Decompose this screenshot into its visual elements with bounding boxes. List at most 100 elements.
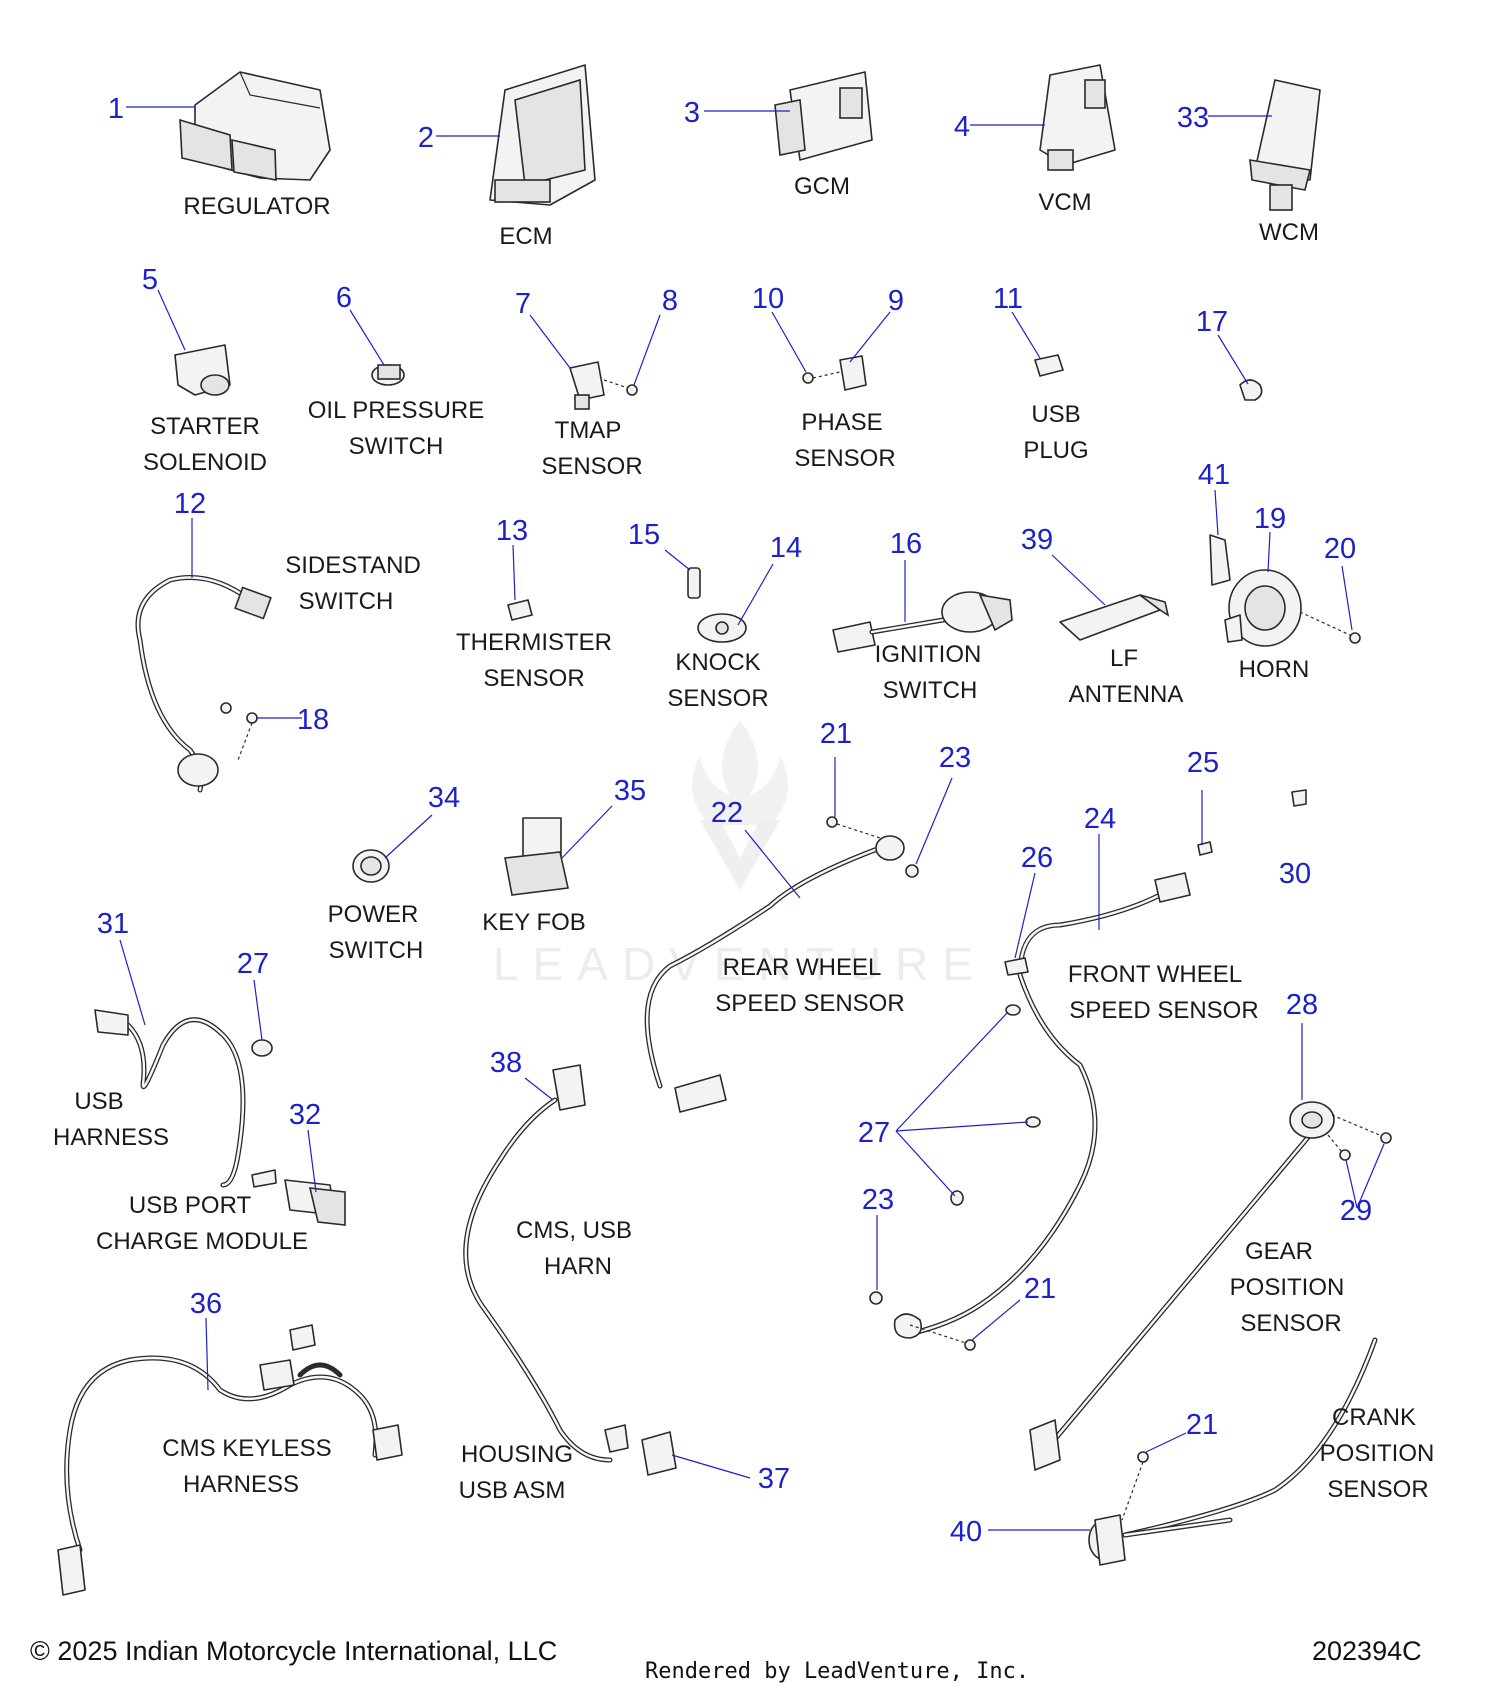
callout-32: 32	[289, 1099, 321, 1131]
label-harn: HARN	[544, 1253, 612, 1280]
label-cms-usb: CMS, USB	[516, 1217, 632, 1244]
front-wheel-speed-sensor-part	[869, 789, 1307, 1351]
key-fob-part	[504, 817, 569, 896]
label-rear-wheel: REAR WHEEL	[723, 954, 882, 981]
callout-6: 6	[336, 282, 352, 314]
label-gcm: GCM	[794, 173, 850, 200]
label-usb-asm: USB ASM	[459, 1477, 566, 1504]
label-sensor-14: SENSOR	[667, 685, 768, 712]
wcm-part	[1249, 79, 1321, 211]
label-charge-module: CHARGE MODULE	[96, 1228, 308, 1255]
callout-11: 11	[993, 283, 1023, 315]
ecm-part	[489, 64, 596, 206]
usb-plug-part	[1034, 354, 1064, 377]
callout-19: 19	[1254, 503, 1286, 535]
label-harness-36: HARNESS	[183, 1471, 299, 1498]
callout-23a: 23	[939, 742, 971, 774]
callout-18: 18	[297, 704, 329, 736]
callout-38: 38	[490, 1047, 522, 1079]
power-switch-part	[352, 849, 390, 883]
label-front-wheel: FRONT WHEEL	[1068, 961, 1242, 988]
callout-41: 41	[1198, 459, 1230, 491]
label-crank: CRANK	[1332, 1404, 1416, 1431]
clip-17-part	[1239, 379, 1263, 401]
callout-20: 20	[1324, 533, 1356, 565]
callout-5: 5	[142, 264, 158, 296]
callout-15: 15	[628, 519, 660, 551]
label-solenoid: SOLENOID	[143, 449, 267, 476]
label-speed-sensor-22: SPEED SENSOR	[715, 990, 904, 1017]
callout-1: 1	[108, 93, 124, 125]
thermister-sensor-part	[507, 599, 533, 621]
callout-21c: 21	[1186, 1409, 1218, 1441]
label-tmap: TMAP	[555, 417, 622, 444]
label-wcm: WCM	[1259, 219, 1319, 246]
label-ecm: ECM	[499, 223, 552, 250]
callout-35: 35	[614, 775, 646, 807]
label-thermister: THERMISTER	[456, 629, 612, 656]
rendered-by-credit: Rendered by LeadVenture, Inc.	[645, 1659, 1030, 1684]
callout-14: 14	[770, 532, 802, 564]
label-position-40: POSITION	[1320, 1440, 1435, 1467]
label-horn: HORN	[1239, 656, 1310, 683]
label-sidestand: SIDESTAND	[285, 552, 421, 579]
callout-37: 37	[758, 1463, 790, 1495]
callout-36: 36	[190, 1288, 222, 1320]
label-ignition: IGNITION	[875, 641, 982, 668]
label-speed-sensor-24: SPEED SENSOR	[1069, 997, 1258, 1024]
ignition-switch-part	[832, 591, 1013, 653]
callout-21a: 21	[820, 718, 852, 750]
label-antenna: ANTENNA	[1069, 681, 1184, 708]
regulator-part	[179, 71, 331, 181]
label-sensor-9: SENSOR	[794, 445, 895, 472]
callout-10: 10	[752, 283, 784, 315]
callout-30: 30	[1279, 858, 1311, 890]
label-switch-6: SWITCH	[349, 433, 444, 460]
label-sensor-7: SENSOR	[541, 453, 642, 480]
label-gear: GEAR	[1245, 1238, 1313, 1265]
tmap-sensor-part	[569, 361, 638, 410]
lf-antenna-part	[1059, 594, 1170, 641]
callout-9: 9	[888, 285, 904, 317]
label-oil-pressure: OIL PRESSURE	[308, 397, 485, 424]
callout-33: 33	[1177, 102, 1209, 134]
label-harness-31: HARNESS	[53, 1124, 169, 1151]
label-phase: PHASE	[801, 409, 882, 436]
label-starter: STARTER	[150, 413, 260, 440]
label-lf: LF	[1110, 645, 1138, 672]
phase-sensor-part	[802, 355, 867, 391]
label-housing: HOUSING	[461, 1441, 573, 1468]
label-sensor-40: SENSOR	[1327, 1476, 1428, 1503]
callout-22: 22	[711, 797, 743, 829]
callout-24: 24	[1084, 803, 1116, 835]
diagram-part-code: 202394C	[1312, 1636, 1422, 1666]
rear-wheel-speed-sensor-part	[644, 816, 919, 1113]
callout-7: 7	[515, 288, 531, 320]
callout-25: 25	[1187, 747, 1219, 779]
label-switch-12: SWITCH	[299, 588, 394, 615]
callout-12: 12	[174, 488, 206, 520]
crank-position-sensor-part	[1088, 1337, 1378, 1566]
sidestand-switch-part	[135, 575, 272, 793]
label-key-fob: KEY FOB	[482, 909, 586, 936]
label-regulator: REGULATOR	[183, 193, 330, 220]
callout-21b: 21	[1024, 1273, 1056, 1305]
callout-29: 29	[1340, 1195, 1372, 1227]
callout-34: 34	[428, 782, 460, 814]
callout-28: 28	[1286, 989, 1318, 1021]
callout-39: 39	[1021, 524, 1053, 556]
callout-4: 4	[954, 111, 970, 143]
callout-27b: 27	[858, 1117, 890, 1149]
callout-8: 8	[662, 285, 678, 317]
label-sensor-13: SENSOR	[483, 665, 584, 692]
copyright-notice: © 2025 Indian Motorcycle International, …	[30, 1636, 558, 1666]
watermark: LEADVENTURE	[493, 720, 973, 990]
label-vcm: VCM	[1038, 189, 1091, 216]
callout-17: 17	[1196, 306, 1228, 338]
gear-position-sensor-part	[1029, 1101, 1392, 1471]
label-power: POWER	[328, 901, 419, 928]
label-usb-11: USB	[1031, 401, 1080, 428]
label-plug: PLUG	[1023, 437, 1088, 464]
label-knock: KNOCK	[675, 649, 760, 676]
